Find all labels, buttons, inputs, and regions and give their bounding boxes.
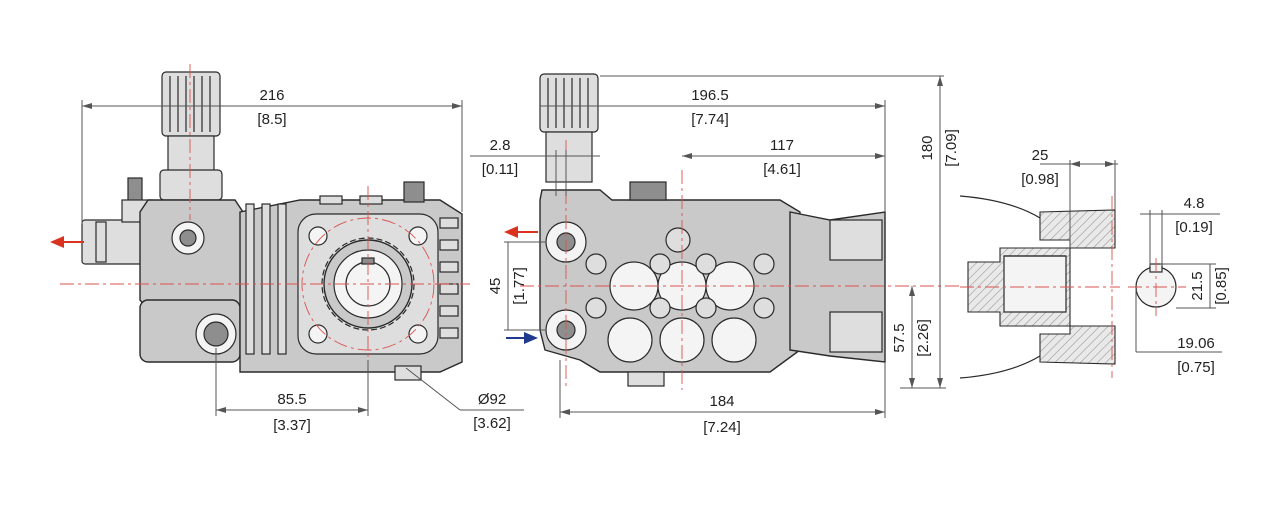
dim-57-5-inch: [2.26] [915,319,932,357]
dim-184-inch: [7.24] [703,419,741,436]
side-view [50,64,470,390]
dim-45-inch: [1.77] [511,267,528,305]
dim-216-inch: [8.5] [257,111,286,128]
front-view-dimensions: 196.5 [7.74] 2.8 [0.11] 117 [4.61] 180 [… [470,75,960,436]
dim-85-5-mm: 85.5 [277,391,306,408]
dim-45-mm: 45 [487,278,504,295]
dim-216-mm: 216 [259,87,284,104]
shaft-end-view [1128,258,1186,316]
dim-85-5-inch: [3.37] [273,417,311,434]
dim-diameter-92-inch: [3.62] [473,415,511,432]
dim-25-inch: [0.98] [1021,171,1059,188]
side-view-dimensions: 216 [8.5] 85.5 [3.37] Ø92 [3.62] [81,87,524,434]
dim-2-8-inch: [0.11] [482,161,518,178]
side-fins [245,203,459,355]
front-knob-ribs [547,78,589,128]
dim-19-06-inch: [0.75] [1177,359,1215,376]
outlet-arrow-icon [50,236,84,248]
dim-4-8-mm: 4.8 [1184,195,1205,212]
dim-196-5-inch: [7.74] [691,111,729,128]
shaft-section [959,195,1120,379]
dim-180-mm: 180 [919,135,936,160]
dim-19-06-mm: 19.06 [1177,335,1215,352]
shaft-end-dimensions: 4.8 [0.19] 21.5 [0.85] 19.06 [0.75] [1135,195,1230,376]
dim-21-5-inch: [0.85] [1213,267,1230,305]
dim-4-8-inch: [0.19] [1175,219,1213,236]
dim-57-5-mm: 57.5 [891,323,908,352]
side-knob-ribs [169,76,211,132]
dim-25-mm: 25 [1032,147,1049,164]
dim-196-5-mm: 196.5 [691,87,729,104]
dim-2-8-mm: 2.8 [490,137,511,154]
dim-184-mm: 184 [709,393,734,410]
dim-117-mm: 117 [770,137,794,154]
inlet-arrow-icon [506,332,538,344]
front-outlet-arrow-icon [504,226,538,238]
dim-180-inch: [7.09] [943,129,960,167]
front-view [504,73,960,390]
dim-117-inch: [4.61] [763,161,801,178]
shaft-section-dimensions: 25 [0.98] [1021,147,1118,248]
dim-diameter-92-mm: Ø92 [478,391,506,408]
dim-21-5-mm: 21.5 [1189,271,1206,300]
